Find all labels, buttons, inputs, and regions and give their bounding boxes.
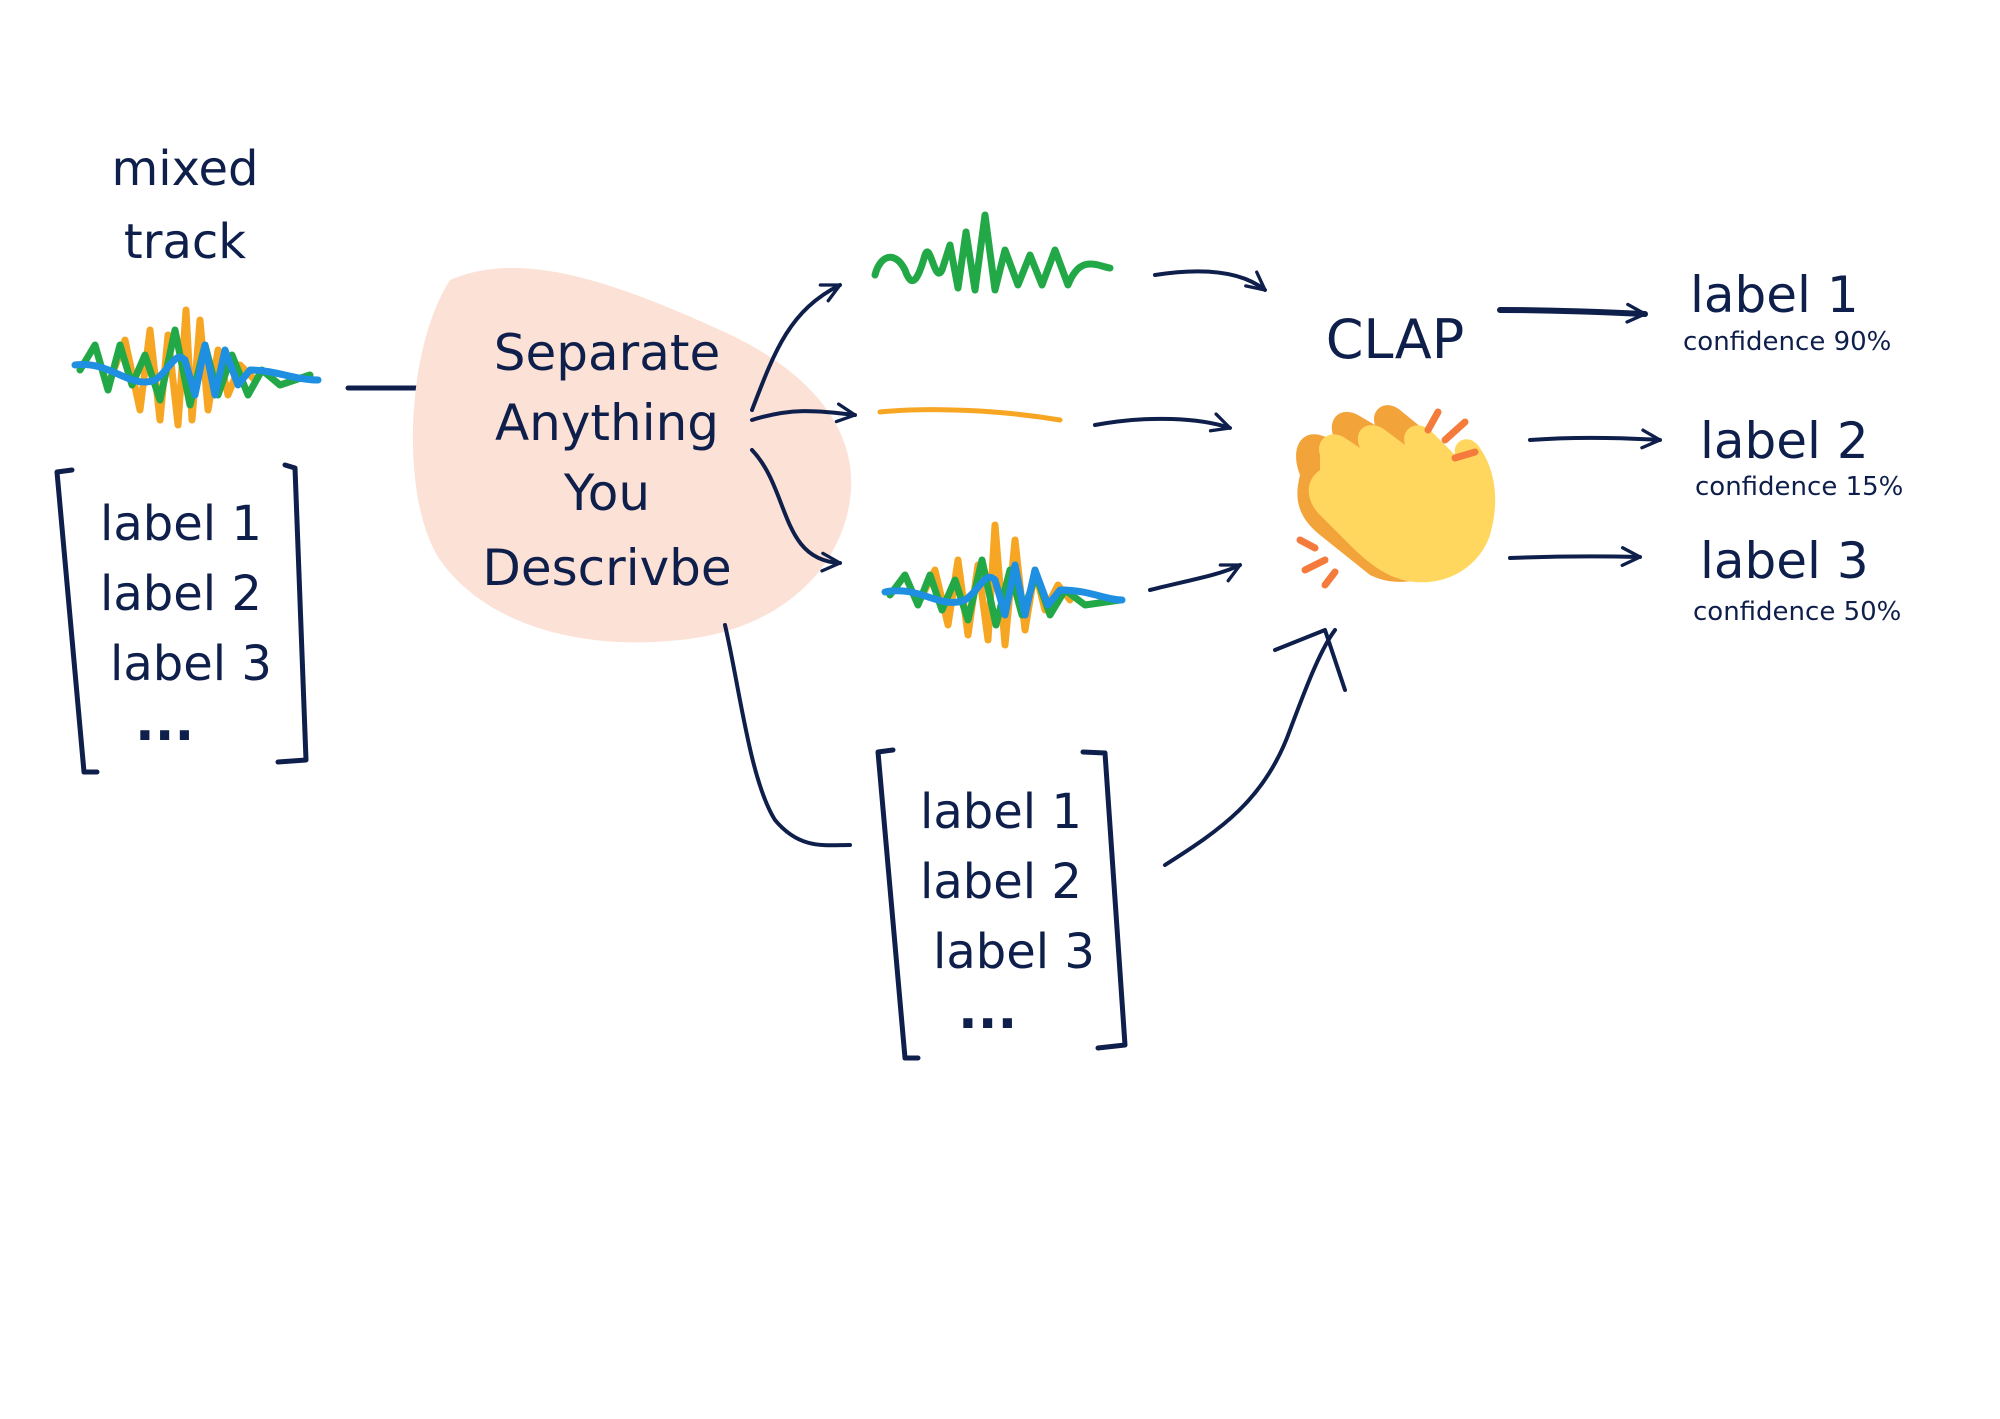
- bottom-label-1: label 1: [920, 784, 1082, 840]
- arrow-clap-to-result-1: [1497, 302, 1648, 324]
- mixed-track-title-line1: mixed: [111, 141, 258, 197]
- mixed-waveform-icon: [71, 306, 322, 429]
- arrow-bottom-labels-to-clap: [1163, 628, 1337, 867]
- result-1: label 1 confidence 90%: [1683, 266, 1891, 357]
- input-labels-list: label 1 label 2 label 3 ...: [100, 496, 272, 753]
- arrow-clap-to-result-2: [1528, 428, 1662, 450]
- track-1-waveform: [871, 211, 1114, 294]
- input-labels-bracket: [54, 462, 309, 775]
- bottom-labels-list: label 1 label 2 label 3 ...: [920, 784, 1095, 1041]
- bottom-label-3: label 3: [933, 924, 1095, 980]
- model-title-line4: Descrivbe: [482, 539, 731, 597]
- model-blob: [412, 268, 852, 643]
- result-3-confidence: confidence 50%: [1693, 597, 1901, 627]
- result-3: label 3 confidence 50%: [1693, 532, 1901, 627]
- arrow-model-to-track-2: [750, 402, 857, 424]
- result-1-label: label 1: [1690, 266, 1859, 324]
- mixed-track-title: mixed track: [111, 141, 258, 270]
- result-1-confidence: confidence 90%: [1683, 327, 1891, 357]
- input-label-2: label 2: [100, 566, 262, 622]
- bottom-label-more: ...: [958, 981, 1017, 1041]
- bottom-labels-bracket: [875, 747, 1128, 1061]
- track-3-waveform: [881, 521, 1126, 649]
- bottom-label-2: label 2: [920, 854, 1082, 910]
- input-label-1: label 1: [100, 496, 262, 552]
- mixed-track-title-line2: track: [124, 214, 246, 270]
- input-label-3: label 3: [110, 636, 272, 692]
- arrow-track-2-to-clap: [1093, 412, 1232, 433]
- track-2-waveform: [877, 407, 1063, 423]
- input-label-more: ...: [135, 693, 194, 753]
- result-2: label 2 confidence 15%: [1695, 412, 1903, 502]
- arrow-bottom-labels-to-clap-head: [1273, 628, 1347, 692]
- clap-title: CLAP: [1326, 308, 1465, 371]
- model-title: Separate Anything You Descrivbe: [482, 324, 731, 597]
- model-title-line1: Separate: [494, 324, 720, 382]
- model-title-line2: Anything: [495, 394, 719, 452]
- arrow-model-to-bottom-labels: [723, 623, 852, 848]
- arrow-track-3-to-clap: [1148, 563, 1242, 592]
- arrow-model-to-track-1: [750, 283, 842, 412]
- result-3-label: label 3: [1700, 532, 1869, 590]
- model-title-line3: You: [563, 464, 650, 522]
- arrow-track-1-to-clap: [1153, 269, 1267, 292]
- arrow-model-to-track-3: [750, 448, 842, 573]
- result-2-label: label 2: [1700, 412, 1869, 470]
- arrow-clap-to-result-3: [1508, 546, 1642, 568]
- result-2-confidence: confidence 15%: [1695, 472, 1903, 502]
- clapping-hands-icon: [1296, 405, 1496, 589]
